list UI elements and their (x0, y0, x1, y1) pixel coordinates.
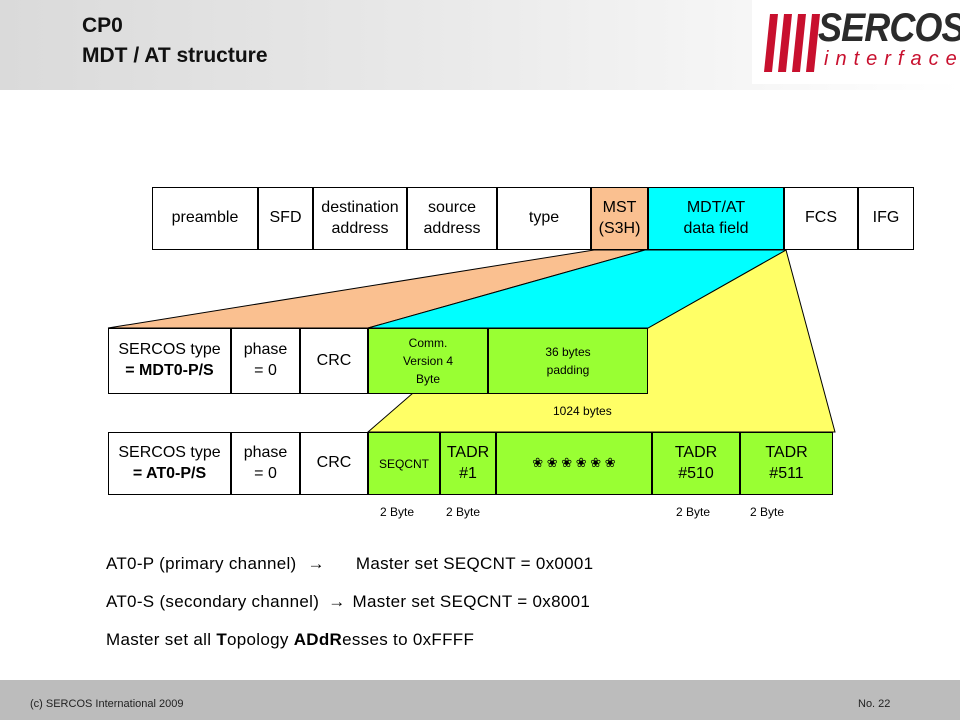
page-subtitle: MDT / AT structure (82, 44, 268, 67)
frame-sfd: SFD (258, 187, 313, 250)
page-title: CP0 (82, 14, 123, 37)
mdt-phase: phase = 0 (231, 328, 300, 394)
at-phase: phase = 0 (231, 432, 300, 495)
footer-copyright: (c) SERCOS International 2009 (30, 698, 184, 710)
arrow-right-icon: → (328, 592, 346, 611)
note-line-1: AT0-P (primary channel) → Master set SEQ… (106, 554, 593, 574)
note-3-part-b: T (216, 630, 227, 649)
mdt-sercos-type-label: SERCOS type (118, 341, 221, 359)
bytes-total-label: 1024 bytes (553, 404, 612, 418)
note-3-part-a: Master set all (106, 630, 217, 649)
byte-label-tadr510: 2 Byte (676, 505, 711, 519)
at-sercos-type-label: SERCOS type (118, 443, 221, 461)
at-tadr-ellipsis: ❀ ❀ ❀ ❀ ❀ ❀ (496, 432, 652, 495)
note-1-right: Master set SEQCNT = 0x0001 (355, 554, 594, 573)
arrow-right-icon: → (307, 554, 325, 573)
frame-type: type (497, 187, 591, 250)
footer-page-number: No. 22 (858, 698, 891, 710)
byte-label-seqcnt: 2 Byte (380, 505, 415, 519)
note-3-part-c: opology (227, 630, 294, 649)
logo-stripes (764, 14, 820, 72)
note-3-part-e: esses to 0xFFFF (342, 630, 475, 649)
at-sercos-type: SERCOS type = AT0-P/S (108, 432, 231, 495)
note-1-left: AT0-P (primary channel) (106, 554, 297, 573)
mdt-crc: CRC (300, 328, 368, 394)
frame-preamble: preamble (152, 187, 258, 250)
at-tadr-510: TADR #510 (652, 432, 740, 495)
mdt-comm-version: Comm. Version 4 Byte (368, 328, 488, 394)
frame-mst: MST (S3H) (591, 187, 648, 250)
sercos-logo: SERCOS interface (752, 0, 960, 84)
frame-data-field: MDT/AT data field (648, 187, 784, 250)
frame-source-address: source address (407, 187, 497, 250)
mdt-sercos-type: SERCOS type = MDT0-P/S (108, 328, 231, 394)
frame-destination-address: destination address (313, 187, 407, 250)
note-line-3: Master set all Topology ADdResses to 0xF… (106, 630, 474, 650)
at-seqcnt: SEQCNT (368, 432, 440, 495)
at-sercos-type-value: = AT0-P/S (132, 464, 207, 482)
byte-label-tadr1: 2 Byte (446, 505, 481, 519)
at-tadr-1: TADR #1 (440, 432, 496, 495)
at-tadr-511: TADR #511 (740, 432, 833, 495)
at-crc: CRC (300, 432, 368, 495)
logo-brand: SERCOS (818, 6, 960, 50)
note-line-2: AT0-S (secondary channel) → Master set S… (106, 592, 590, 612)
byte-label-tadr511: 2 Byte (750, 505, 785, 519)
logo-subtitle: interface (824, 48, 960, 70)
footer-bar: (c) SERCOS International 2009 No. 22 (0, 680, 960, 720)
note-3-part-d: ADdR (293, 630, 343, 649)
frame-fcs: FCS (784, 187, 858, 250)
mdt-padding: 36 bytes padding (488, 328, 648, 394)
mdt-sercos-type-value: = MDT0-P/S (125, 362, 214, 379)
note-2-left: AT0-S (secondary channel) (106, 592, 320, 611)
note-2-right: Master set SEQCNT = 0x8001 (352, 592, 591, 611)
frame-ifg: IFG (858, 187, 914, 250)
